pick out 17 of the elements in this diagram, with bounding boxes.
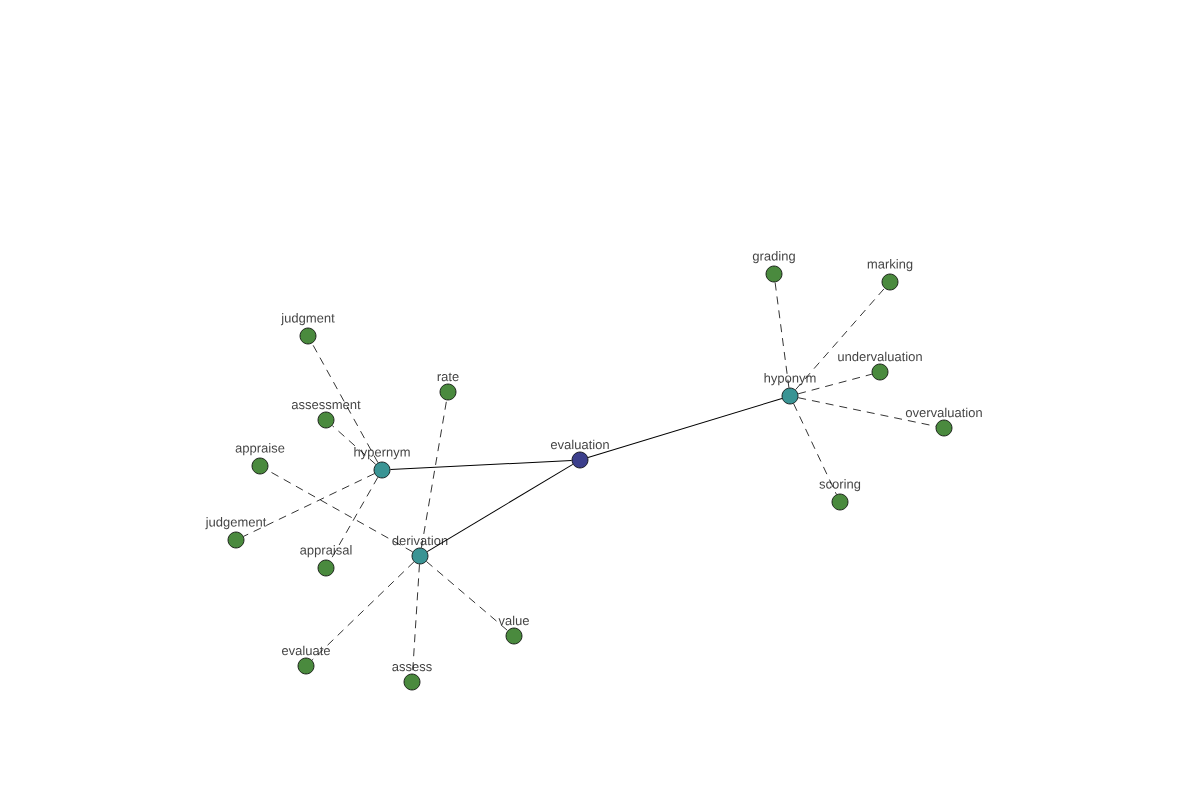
dashed-line [774,281,790,389]
dashed-line [421,399,447,549]
dashed-line [331,425,377,465]
dashed-line [795,287,885,391]
line [389,459,573,471]
dashed-line [243,473,375,537]
dashed-line [426,561,508,631]
dashed-line [797,397,937,427]
dashed-line [412,564,420,674]
line [426,463,574,553]
dashed-line [266,469,414,553]
dashed-line [797,373,873,395]
dashed-line [311,561,415,661]
dashed-line [793,403,837,495]
dashed-line [311,342,379,464]
line [587,397,783,459]
dashed-line [329,476,379,562]
